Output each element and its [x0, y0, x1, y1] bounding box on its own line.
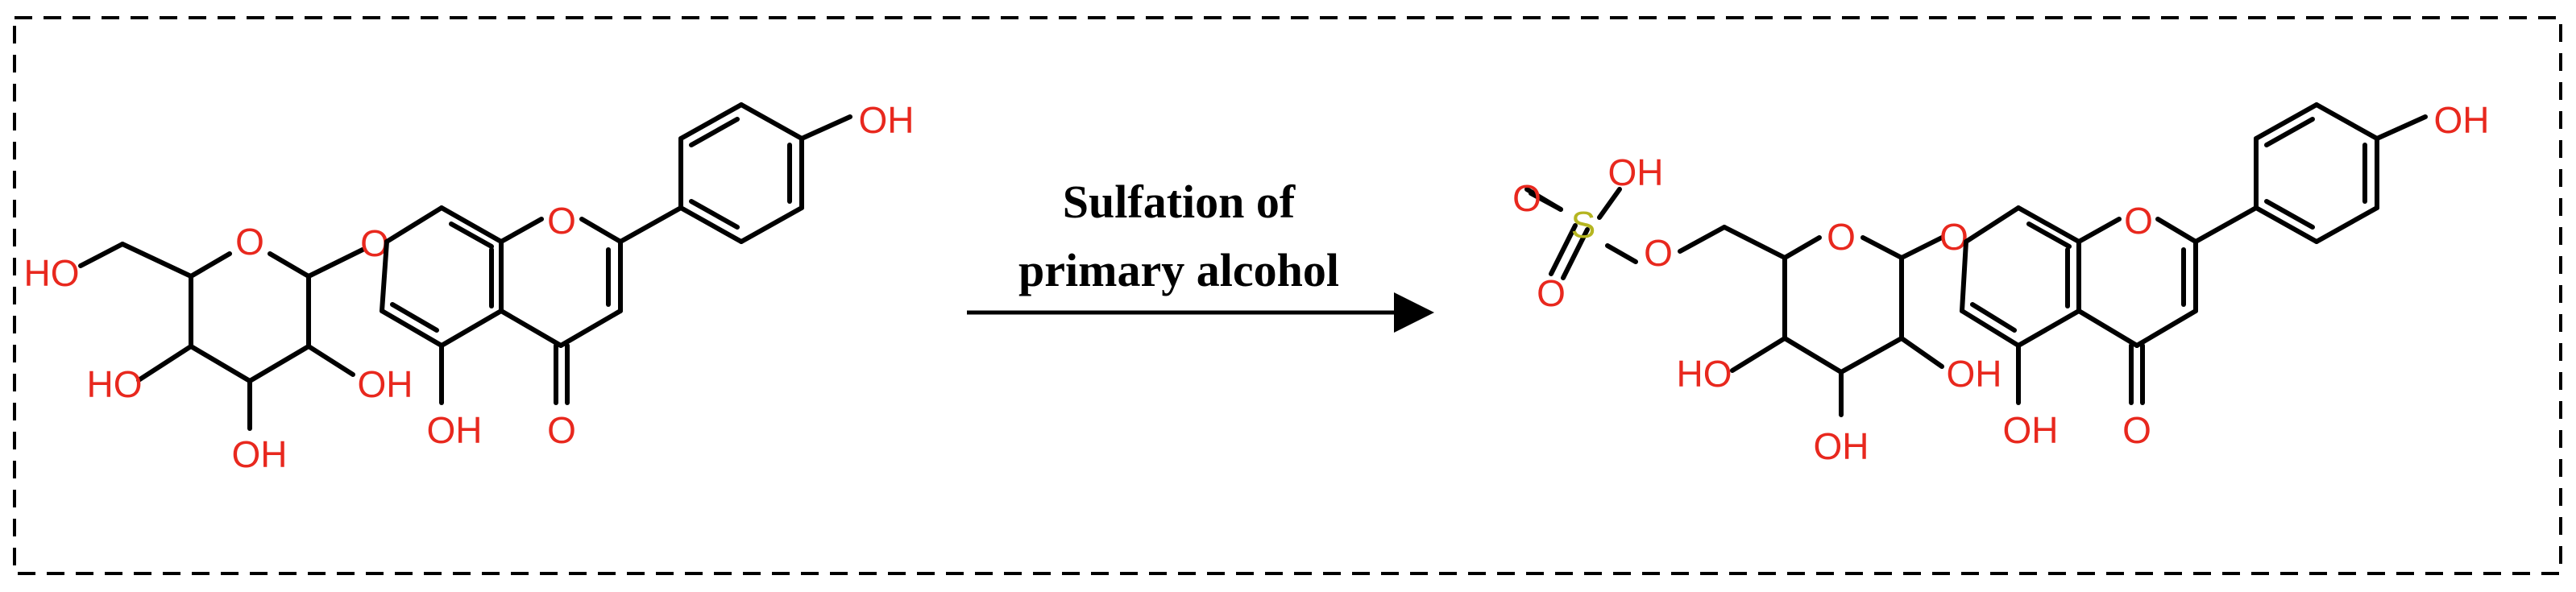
sulfate-ester-oxygen: O: [1644, 232, 1673, 274]
reactant-molecule: O HO HO OH OH O: [24, 99, 915, 475]
product-glucose-ring: [1730, 235, 1944, 417]
product-glucose-labels: O HO OH OH O: [1677, 216, 2002, 467]
dashed-frame: [13, 16, 2562, 575]
product-c2-hydroxyl: OH: [1947, 353, 2002, 395]
product-ring-oxygen: O: [1827, 216, 1856, 258]
product-flavone-core: [1960, 205, 2198, 405]
reactant-c3-hydroxyl: OH: [232, 433, 288, 475]
product-c5-hydroxyl: OH: [2003, 409, 2059, 451]
product-c4-hydroxyl: HO: [1677, 353, 1732, 395]
reactant-c4-hydroxyl: HO: [87, 363, 143, 405]
product-phenol-hydroxyl: OH: [2434, 99, 2490, 141]
reaction-arrow-group: Sulfation of primary alcohol: [967, 176, 1434, 333]
product-carbonyl-oxygen: O: [2122, 409, 2151, 451]
reactant-flavone-core: [380, 205, 623, 405]
product-molecule: S O O OH O O HO OH OH O: [1512, 99, 2489, 467]
product-sulfate-group: [1524, 187, 1787, 280]
reactant-flavone-labels: O O OH: [427, 200, 576, 451]
reactant-carbonyl-oxygen: O: [547, 409, 576, 451]
reaction-label-line2: primary alcohol: [1018, 244, 1339, 296]
product-flavone-labels: O O OH: [2003, 200, 2153, 451]
reactant-phenol-hydroxyl: OH: [859, 99, 915, 141]
sulfate-oxygen-top: O: [1512, 177, 1541, 219]
product-c3-hydroxyl: OH: [1814, 425, 1869, 467]
product-sulfate-labels: S O O OH O: [1512, 151, 1673, 314]
reactant-c5-hydroxyl: OH: [427, 409, 483, 451]
reactant-c2-hydroxyl: OH: [358, 363, 413, 405]
reactant-glucose-ring: [78, 242, 365, 431]
reactant-c6-hydroxyl: HO: [24, 252, 80, 294]
reactant-pyranone-oxygen: O: [547, 200, 576, 242]
reactant-ring-oxygen: O: [235, 221, 264, 263]
reactant-phenyl-ring: [618, 102, 852, 244]
product-pyranone-oxygen: O: [2124, 200, 2153, 242]
product-phenyl-ring: [2193, 102, 2428, 244]
reaction-label-line1: Sulfation of: [1063, 176, 1296, 228]
sulfur-atom: S: [1571, 204, 1596, 246]
sulfate-hydroxyl: OH: [1608, 151, 1664, 193]
sulfate-oxygen-bottom: O: [1537, 272, 1566, 314]
